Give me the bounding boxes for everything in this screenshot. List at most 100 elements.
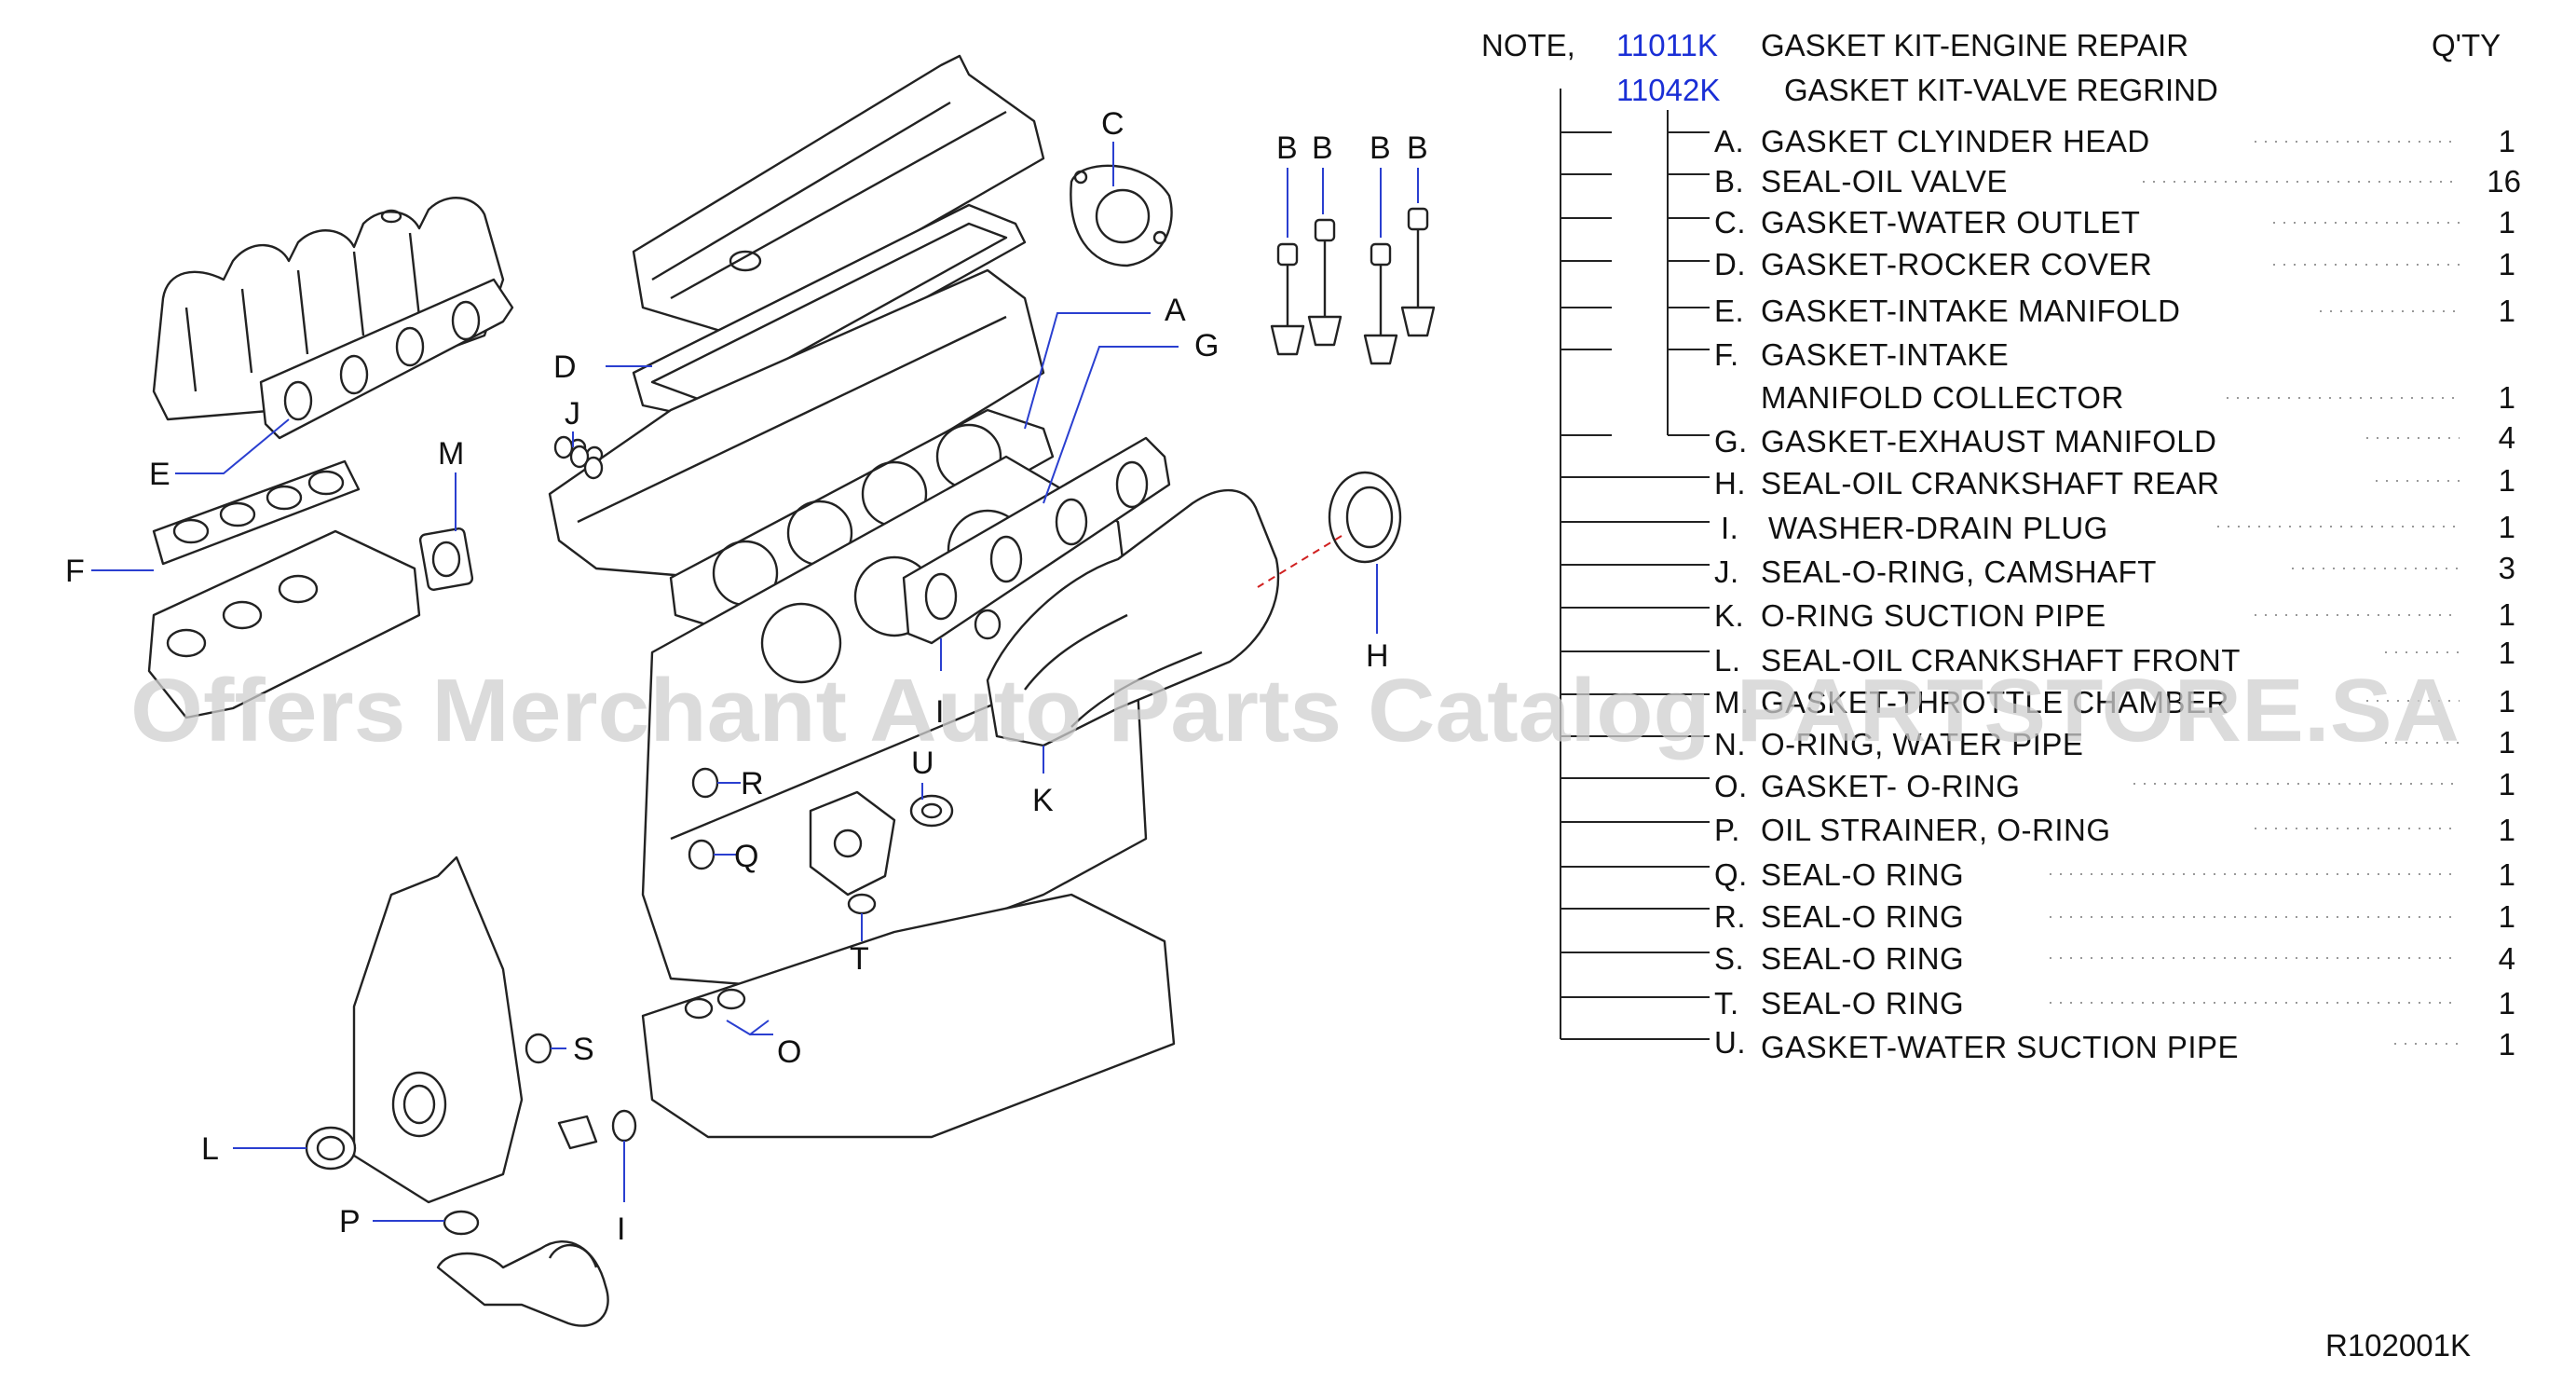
- row-name: SEAL-O-RING, CAMSHAFT: [1761, 555, 2157, 589]
- row-qty: 1: [2499, 597, 2515, 632]
- row-qty: 1: [2499, 767, 2515, 801]
- gasket-throttle-chamber: [418, 527, 474, 591]
- oil-pan: [641, 893, 1176, 1139]
- callout-r: R: [741, 766, 764, 801]
- gasket-water-outlet: [1070, 164, 1173, 267]
- part-row-q: Q. SEAL-O RING 1: [1714, 857, 2515, 892]
- row-name: GASKET CLYINDER HEAD: [1761, 124, 2150, 158]
- part-row-b: B. SEAL-OIL VALVE 16: [1714, 164, 2521, 199]
- callout-l: L: [201, 1131, 219, 1167]
- diagram-code: R102001K: [2325, 1328, 2471, 1362]
- row-qty: 1: [2499, 510, 2515, 544]
- callout-k: K: [1032, 783, 1054, 818]
- part-row-c: C. GASKET-WATER OUTLET 1: [1714, 205, 2515, 240]
- callout-o: O: [777, 1034, 801, 1070]
- cylinder-head: [548, 268, 1045, 580]
- row-qty: 1: [2499, 986, 2515, 1020]
- o-ring-pipe: [974, 609, 1002, 640]
- part-row-a: A. GASKET CLYINDER HEAD 1: [1714, 124, 2515, 158]
- part-row-s: S. SEAL-O RING 4: [1714, 941, 2515, 976]
- callout-i-top: I: [935, 694, 944, 730]
- leader-o: [726, 1020, 773, 1036]
- engine-exploded-drawing: [147, 54, 1436, 1327]
- part-row-h: H. SEAL-OIL CRANKSHAFT REAR 1: [1714, 463, 2515, 500]
- row-qty: 4: [2499, 941, 2515, 976]
- row-qty: 16: [2487, 164, 2521, 199]
- gasket-intake-manifold-collector: [152, 459, 361, 566]
- row-qty: 3: [2499, 551, 2515, 585]
- row-qty: 1: [2499, 899, 2515, 934]
- callout-u: U: [911, 746, 934, 781]
- row-letter: D.: [1714, 247, 1746, 281]
- row-qty: 1: [2499, 813, 2515, 847]
- callout-b4: B: [1407, 130, 1428, 166]
- callout-b2: B: [1312, 130, 1333, 166]
- row-name: SEAL-O RING: [1761, 941, 1964, 976]
- callout-t: T: [850, 941, 869, 977]
- row-qty: 1: [2499, 725, 2515, 760]
- washer-drain-plug: [611, 1109, 637, 1143]
- qty-header: Q'TY: [2432, 28, 2501, 62]
- row-letter: H.: [1714, 466, 1746, 500]
- row-name: O-RING SUCTION PIPE: [1761, 598, 2106, 633]
- part-row-u: U. GASKET-WATER SUCTION PIPE 1: [1714, 1025, 2515, 1064]
- oil-strainer: [436, 1210, 609, 1327]
- callout-i: I: [617, 1212, 625, 1247]
- drain-plug: [557, 1115, 598, 1150]
- o-ring-r: [691, 767, 719, 799]
- callout-p: P: [339, 1204, 361, 1239]
- row-letter: P.: [1714, 813, 1740, 847]
- row-qty: 1: [2499, 1027, 2515, 1061]
- part-row-l: L. SEAL-OIL CRANKSHAFT FRONT 1: [1714, 636, 2515, 678]
- callout-d: D: [553, 349, 577, 385]
- row-name: GASKET-ROCKER COVER: [1761, 247, 2152, 281]
- front-timing-cover: [352, 856, 524, 1204]
- row-name: WASHER-DRAIN PLUG: [1768, 511, 2108, 545]
- intake-manifold: [152, 197, 505, 421]
- part-row-r: R. SEAL-O RING 1: [1714, 899, 2515, 934]
- kit-name-2: GASKET KIT-VALVE REGRIND: [1784, 73, 2218, 107]
- callout-a: A: [1165, 293, 1186, 328]
- gasket-exhaust-manifold: [902, 436, 1171, 645]
- row-name: SEAL-O RING: [1761, 899, 1964, 934]
- gasket-water-suction-pipe: [909, 794, 954, 828]
- o-ring-q: [688, 839, 716, 870]
- row-letter: Q.: [1714, 857, 1748, 892]
- row-qty: 1: [2499, 857, 2515, 892]
- o-ring-t: [847, 893, 877, 915]
- callout-m: M: [438, 436, 464, 472]
- row-letter: U.: [1714, 1025, 1746, 1060]
- parts-list: NOTE, 11011K GASKET KIT-ENGINE REPAIR Q'…: [1481, 28, 2521, 1362]
- callout-f: F: [65, 554, 85, 589]
- row-letter: J.: [1714, 555, 1739, 589]
- row-letter: T.: [1714, 986, 1739, 1020]
- seal-oil-crankshaft-front: [305, 1126, 357, 1171]
- row-letter: A.: [1714, 124, 1744, 158]
- callout-b1: B: [1276, 130, 1298, 166]
- part-row-i: I. WASHER-DRAIN PLUG 1: [1721, 510, 2515, 545]
- part-row-d: D. GASKET-ROCKER COVER 1: [1714, 247, 2515, 281]
- leader-h-axis: [1257, 535, 1343, 588]
- row-qty: 1: [2499, 247, 2515, 281]
- part-row-o: O. GASKET- O-RING 1: [1714, 767, 2515, 803]
- watermark: Offers Merchant Auto Parts Catalog PARTS…: [130, 661, 2460, 760]
- row-name: SEAL-OIL VALVE: [1761, 164, 2008, 199]
- exhaust-manifold: [986, 489, 1280, 747]
- row-letter: N.: [1714, 727, 1746, 761]
- callout-s: S: [573, 1032, 594, 1067]
- callout-j: J: [565, 396, 580, 431]
- row-qty: 1: [2499, 380, 2515, 415]
- row-qty: 1: [2499, 205, 2515, 240]
- kit-bracket-lines: [1560, 89, 1710, 1040]
- row-letter: R.: [1714, 899, 1746, 934]
- row-name: SEAL-OIL CRANKSHAFT REAR: [1761, 466, 2219, 500]
- row-letter: M.: [1714, 685, 1750, 719]
- intake-collector: [147, 529, 421, 719]
- row-name: OIL STRAINER, O-RING: [1761, 813, 2110, 847]
- part-row-m: M. GASKET-THROTTLE CHAMBER 1: [1714, 684, 2515, 719]
- row-letter: G.: [1714, 424, 1748, 459]
- row-name: GASKET- O-RING: [1761, 769, 2020, 803]
- part-row-e: E. GASKET-INTAKE MANIFOLD 1: [1714, 294, 2515, 328]
- part-row-f: F. GASKET-INTAKE MANIFOLD COLLECTOR 1: [1714, 337, 2515, 415]
